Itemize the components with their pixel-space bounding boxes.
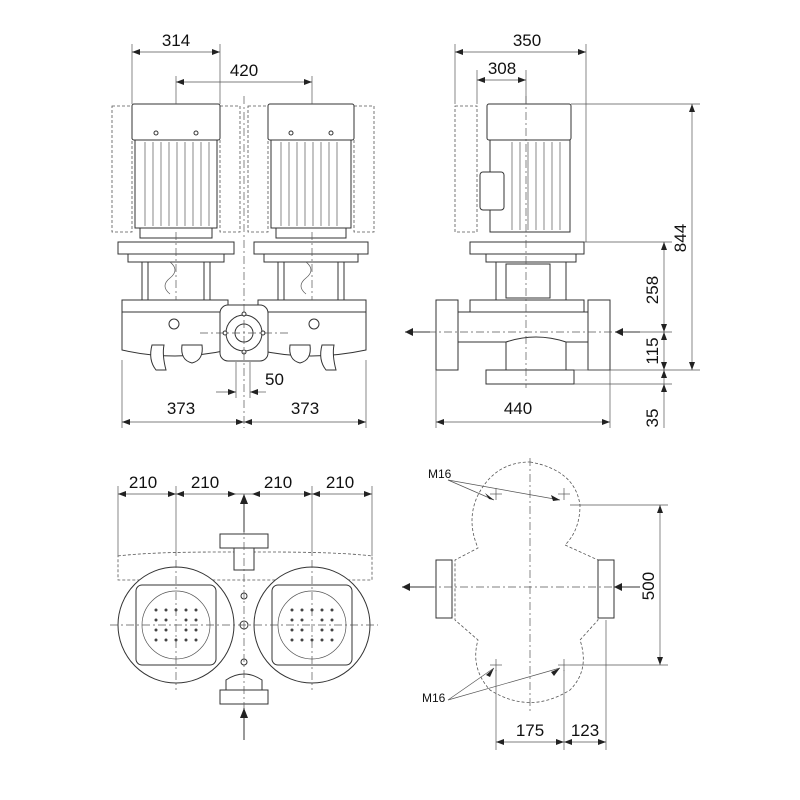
terminal-box: [479, 171, 505, 211]
svg-text:308: 308: [488, 59, 516, 78]
dim-175-123: 175 123: [495, 620, 607, 750]
flange-right: [587, 299, 611, 371]
dim-210-row: 210 210 210 210: [117, 473, 373, 556]
dim-50: 50: [216, 362, 284, 398]
motor-envelope-center-right: [247, 105, 269, 233]
svg-text:115: 115: [643, 337, 662, 364]
svg-text:175: 175: [516, 721, 544, 740]
svg-text:210: 210: [191, 473, 219, 492]
front-view: 314 420 50: [111, 31, 375, 428]
dim-308: 308: [476, 59, 527, 104]
dim-258: 258: [584, 241, 672, 332]
svg-text:350: 350: [513, 31, 541, 50]
dim-314: 314: [131, 31, 221, 104]
svg-text:35: 35: [643, 409, 662, 428]
svg-text:420: 420: [230, 61, 258, 80]
svg-text:123: 123: [571, 721, 599, 740]
motor-envelope-right: [353, 105, 375, 233]
footprint-view: M16 M16 500: [402, 458, 668, 750]
svg-text:373: 373: [167, 399, 195, 418]
dim-35: 35: [574, 370, 672, 428]
svg-text:258: 258: [643, 276, 662, 304]
dim-420: 420: [175, 61, 313, 104]
footprint-outline: [454, 461, 599, 703]
svg-text:500: 500: [639, 572, 658, 600]
side-view: 350 308 844 258: [405, 31, 700, 428]
svg-text:210: 210: [129, 473, 157, 492]
bolt-label-bottom: M16: [422, 691, 446, 705]
motor-right: [253, 103, 369, 300]
dim-350: 350: [454, 31, 587, 242]
svg-text:210: 210: [264, 473, 292, 492]
svg-text:373: 373: [291, 399, 319, 418]
svg-text:50: 50: [265, 370, 284, 389]
motor-envelope-center-left: [219, 105, 241, 233]
dim-373-pair: 373 373: [121, 360, 367, 428]
svg-text:314: 314: [162, 31, 190, 50]
dim-500: 500: [570, 504, 668, 666]
svg-text:440: 440: [504, 399, 532, 418]
top-view: 210 210 210 210: [110, 473, 378, 740]
bolt-holes: [490, 488, 570, 671]
svg-text:210: 210: [326, 473, 354, 492]
bolt-label-top: M16: [428, 467, 452, 481]
fan-grille-dots: [154, 608, 334, 642]
flange-left: [435, 299, 459, 371]
dim-115: 115: [574, 331, 700, 371]
svg-text:844: 844: [671, 224, 690, 252]
dim-844: 844: [571, 103, 700, 370]
motor-envelope-left: [111, 105, 133, 233]
base: [485, 369, 575, 385]
dim-440: 440: [435, 370, 611, 428]
motor-left: [117, 103, 235, 300]
